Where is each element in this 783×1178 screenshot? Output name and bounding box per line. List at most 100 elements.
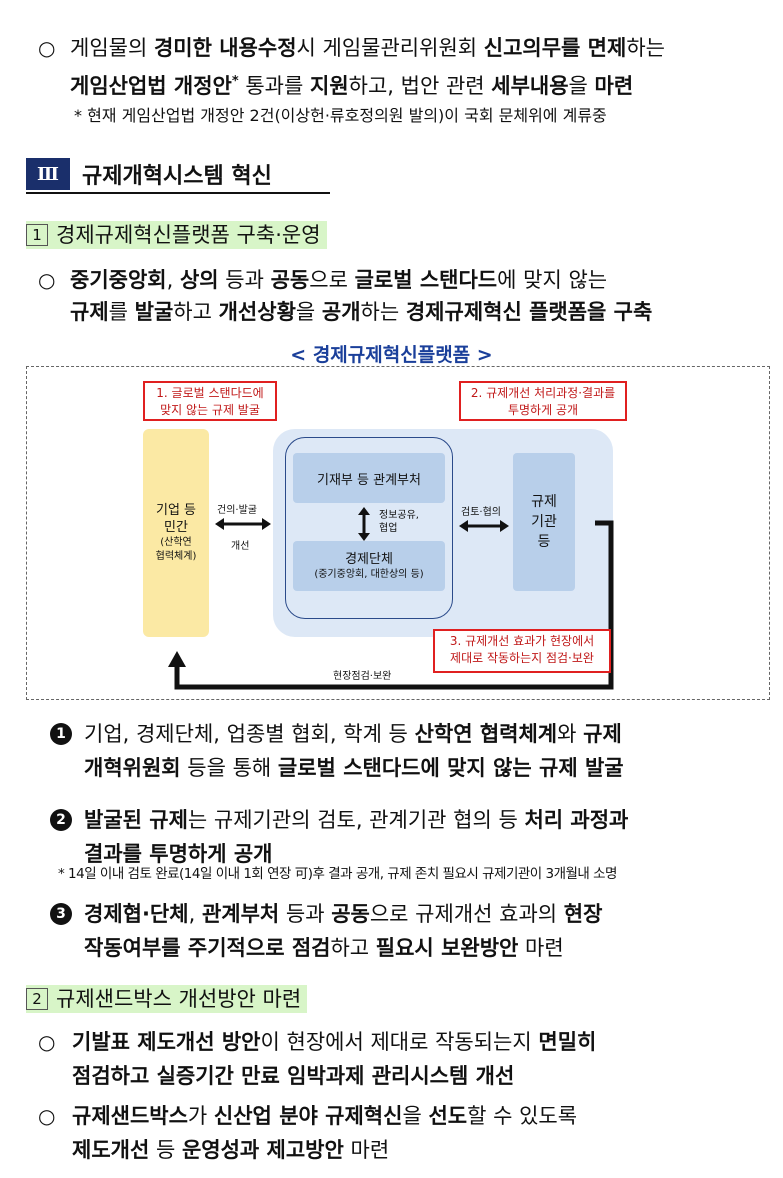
text-run: 규제 xyxy=(70,300,109,324)
red-note-1: 1. 글로벌 스탠다드에 맞지 않는 규제 발굴 xyxy=(143,381,277,421)
item-number-badge: 2 xyxy=(50,809,72,831)
red-note-3: 3. 규제개선 효과가 현장에서 제대로 작동하는지 점검·보완 xyxy=(433,629,611,673)
text-run: 경미한 내용수정 xyxy=(153,36,297,60)
regulator-label: 기관 xyxy=(531,514,557,530)
text-run: 할 수 있도록 xyxy=(467,1104,578,1128)
regulator-label: 등 xyxy=(537,534,551,550)
vertical-double-arrow-icon xyxy=(358,507,370,541)
text-run: 가 xyxy=(187,1104,214,1128)
red-note-3-line: 3. 규제개선 효과가 현장에서 xyxy=(449,634,595,648)
info-share-line: 정보공유, xyxy=(379,510,419,521)
text-run: 규제 xyxy=(583,722,622,746)
subheading-title: 규제샌드박스 개선방안 마련 xyxy=(56,987,302,1011)
text-run: 결과를 투명하게 공개 xyxy=(84,842,273,866)
text-run: 공개 xyxy=(321,300,361,324)
text-run: * xyxy=(231,74,239,89)
econ-org-sublabel: (중기중앙회, 대한상의 등) xyxy=(314,568,424,580)
text-run: 작동여부를 주기적으로 점검 xyxy=(84,936,331,960)
text-run: 을 xyxy=(568,74,595,98)
double-arrow-icon xyxy=(459,520,509,532)
text-run: 기발표 제도개선 방안 xyxy=(72,1030,261,1054)
diagram-caption: < 경제규제혁신플랫폼 > xyxy=(290,344,493,366)
intro-line-2: 게임산업법 개정안* 통과를 지원하고, 법안 관련 세부내용을 마련 xyxy=(70,64,633,104)
text-run: 를 xyxy=(108,300,135,324)
text-run: 지원 xyxy=(310,74,349,98)
item-number-badge: 1 xyxy=(50,723,72,745)
sub1-line-2: 규제를 발굴하고 개선상황을 공개하는 경제규제혁신 플랫폼을 구축 xyxy=(70,294,652,330)
econ-org-box: 경제단체 (중기중앙회, 대한상의 등) xyxy=(293,541,445,591)
text-run: 점검하고 실증기간 만료 임박과제 관리시스템 개선 xyxy=(72,1064,515,1088)
intro-footnote: * 현재 게임산업법 개정안 2건(이상헌·류호정의원 발의)이 국회 문체위에… xyxy=(74,106,607,125)
text-run: 개혁위원회 xyxy=(84,756,181,780)
text-run: 게임산업법 개정안 xyxy=(70,74,232,98)
item-line: 결과를 투명하게 공개 xyxy=(84,836,273,872)
text-run: 하는 xyxy=(360,300,406,324)
text-run: 상의 xyxy=(179,268,219,292)
text-run: 으로 규제개선 효과의 xyxy=(369,902,564,926)
text-run: 신산업 분야 규제혁신 xyxy=(213,1104,403,1128)
red-note-2-line: 투명하게 공개 xyxy=(507,403,579,417)
section-title: Ⅲ 규제개혁시스템 혁신 xyxy=(26,156,272,192)
double-arrow-icon xyxy=(215,518,271,530)
text-run: 등 xyxy=(149,1138,182,1162)
text-run: 산학연 협력체계 xyxy=(414,722,558,746)
item-line: 작동여부를 주기적으로 점검하고 필요시 보완방안 마련 xyxy=(84,930,564,966)
text-run: 마련 xyxy=(518,936,564,960)
text-run: 세부내용 xyxy=(491,74,569,98)
text-run: 시 게임물관리위원회 xyxy=(296,36,484,60)
bullet-circle: ○ xyxy=(38,268,56,292)
text-run: , xyxy=(166,268,180,292)
text-run: 규제샌드박스 xyxy=(72,1104,188,1128)
item-line: 기업, 경제단체, 업종별 협회, 학계 등 산학연 협력체계와 규제 xyxy=(84,716,622,752)
text-run: 을 xyxy=(402,1104,429,1128)
sub2-line: 규제샌드박스가 신산업 분야 규제혁신을 선도할 수 있도록 xyxy=(72,1098,577,1134)
sub2-line: 점검하고 실증기간 만료 임박과제 관리시스템 개선 xyxy=(72,1058,514,1094)
text-run: 마련 xyxy=(343,1138,390,1162)
section-number: Ⅲ xyxy=(26,158,70,190)
text-run: 공동 xyxy=(331,902,370,926)
red-note-1-line: 1. 글로벌 스탠다드에 xyxy=(156,386,264,400)
bullet-circle: ○ xyxy=(38,36,56,60)
text-run: 발굴 xyxy=(134,300,174,324)
text-run: , xyxy=(188,902,202,926)
section-label: 규제개혁시스템 혁신 xyxy=(82,164,272,189)
text-run: 이 현장에서 제대로 작동되는지 xyxy=(260,1030,539,1054)
item2-footnote: * 14일 이내 검토 완료(14일 이내 1회 연장 可)후 결과 공개, 규… xyxy=(58,866,617,882)
text-run: 관계부처 xyxy=(201,902,280,926)
text-run: 등과 xyxy=(218,268,271,292)
info-share-label: 정보공유, 협업 xyxy=(379,509,419,535)
feedback-loop-arrow-icon xyxy=(168,520,614,690)
private-sublabel: (산학연 xyxy=(160,537,192,548)
text-run: 제도개선 xyxy=(72,1138,150,1162)
text-run: 마련 xyxy=(594,74,634,98)
red-note-2-line: 2. 규제개선 처리과정·결과를 xyxy=(470,386,616,400)
info-share-line: 협업 xyxy=(379,523,398,534)
regulator-label: 규제 xyxy=(531,494,557,510)
text-run: 개선상황 xyxy=(218,300,296,324)
text-run: 통과를 xyxy=(238,74,310,98)
private-sector-box: 기업 등 민간 (산학연 협력체계) xyxy=(143,429,209,637)
text-run: 게임물의 xyxy=(70,36,154,60)
text-run: 공동 xyxy=(270,268,310,292)
text-run: 중기중앙회 xyxy=(70,268,167,292)
text-run: 을 xyxy=(295,300,322,324)
text-run: 하고 xyxy=(330,936,376,960)
red-note-2: 2. 규제개선 처리과정·결과를 투명하게 공개 xyxy=(459,381,627,421)
text-run: 처리 과정과 xyxy=(524,808,629,832)
private-label: 기업 등 xyxy=(155,503,196,518)
text-run: 등을 통해 xyxy=(180,756,278,780)
regulator-box: 규제 기관 등 xyxy=(513,453,575,591)
text-run: 운영성과 제고방안 xyxy=(181,1138,344,1162)
bullet-circle: ○ xyxy=(38,1030,56,1054)
text-run: 현장 xyxy=(563,902,603,926)
sub2-line: 제도개선 등 운영성과 제고방안 마련 xyxy=(72,1132,389,1168)
sub1-line-1: 중기중앙회, 상의 등과 공동으로 글로벌 스탠다드에 맞지 않는 xyxy=(70,262,607,298)
text-run: 으로 xyxy=(309,268,355,292)
field-check-label: 현장점검·보완 xyxy=(333,671,392,682)
red-note-3-line: 제대로 작동하는지 점검·보완 xyxy=(450,651,594,665)
red-note-1-line: 맞지 않는 규제 발굴 xyxy=(160,403,260,417)
intro-line-1: 게임물의 경미한 내용수정시 게임물관리위원회 신고의무를 면제하는 xyxy=(70,30,665,66)
text-run: 등과 xyxy=(279,902,332,926)
